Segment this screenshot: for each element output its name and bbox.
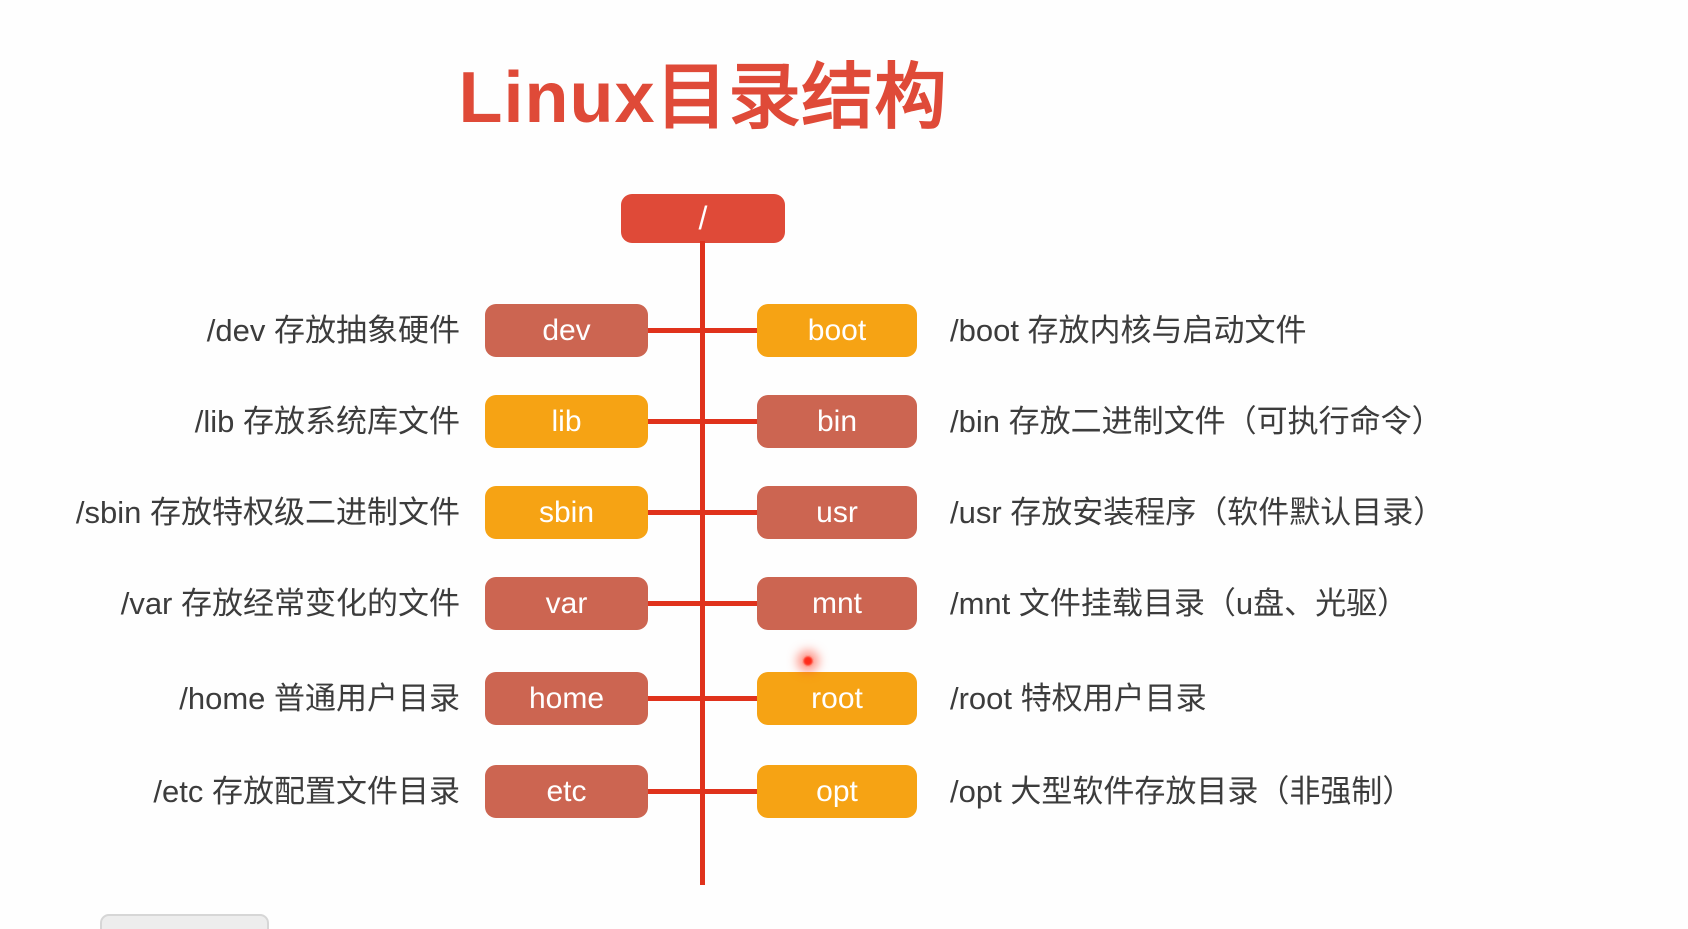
desc-opt: /opt 大型软件存放目录（非强制） [950,774,1414,809]
partial-box-bottom [100,914,269,929]
node-root: / [621,194,785,243]
trunk-line [700,241,705,885]
tree-row-home-root: /home 普通用户目录 home root /root 特权用户目录 [0,672,1688,725]
desc-home: /home 普通用户目录 [179,681,460,716]
node-dev: dev [485,304,648,357]
connector-line [598,696,818,701]
node-boot: boot [757,304,917,357]
tree-row-sbin-usr: /sbin 存放特权级二进制文件 sbin usr /usr 存放安装程序（软件… [0,486,1688,539]
desc-var: /var 存放经常变化的文件 [120,586,460,621]
node-opt: opt [757,765,917,818]
connector-line [598,419,818,424]
node-usr: usr [757,486,917,539]
desc-boot: /boot 存放内核与启动文件 [950,313,1307,348]
node-bin: bin [757,395,917,448]
laser-pointer-dot [802,655,814,667]
connector-line [598,601,818,606]
node-mnt: mnt [757,577,917,630]
node-var: var [485,577,648,630]
desc-dev: /dev 存放抽象硬件 [206,313,460,348]
tree-row-lib-bin: /lib 存放系统库文件 lib bin /bin 存放二进制文件（可执行命令） [0,395,1688,448]
desc-bin: /bin 存放二进制文件（可执行命令） [950,404,1443,439]
node-lib: lib [485,395,648,448]
page-title: Linux目录结构 [458,58,948,138]
node-etc: etc [485,765,648,818]
node-home: home [485,672,648,725]
desc-root: /root 特权用户目录 [950,681,1207,716]
tree-row-etc-opt: /etc 存放配置文件目录 etc opt /opt 大型软件存放目录（非强制） [0,765,1688,818]
node-sbin: sbin [485,486,648,539]
desc-sbin: /sbin 存放特权级二进制文件 [75,495,460,530]
tree-row-dev-boot: /dev 存放抽象硬件 dev boot /boot 存放内核与启动文件 [0,304,1688,357]
desc-lib: /lib 存放系统库文件 [194,404,460,439]
desc-mnt: /mnt 文件挂载目录（u盘、光驱） [950,586,1409,621]
connector-line [598,328,818,333]
node-root-dir: root [757,672,917,725]
connector-line [598,789,818,794]
tree-row-var-mnt: /var 存放经常变化的文件 var mnt /mnt 文件挂载目录（u盘、光驱… [0,577,1688,630]
connector-line [598,510,818,515]
desc-usr: /usr 存放安装程序（软件默认目录） [950,495,1445,530]
desc-etc: /etc 存放配置文件目录 [153,774,460,809]
